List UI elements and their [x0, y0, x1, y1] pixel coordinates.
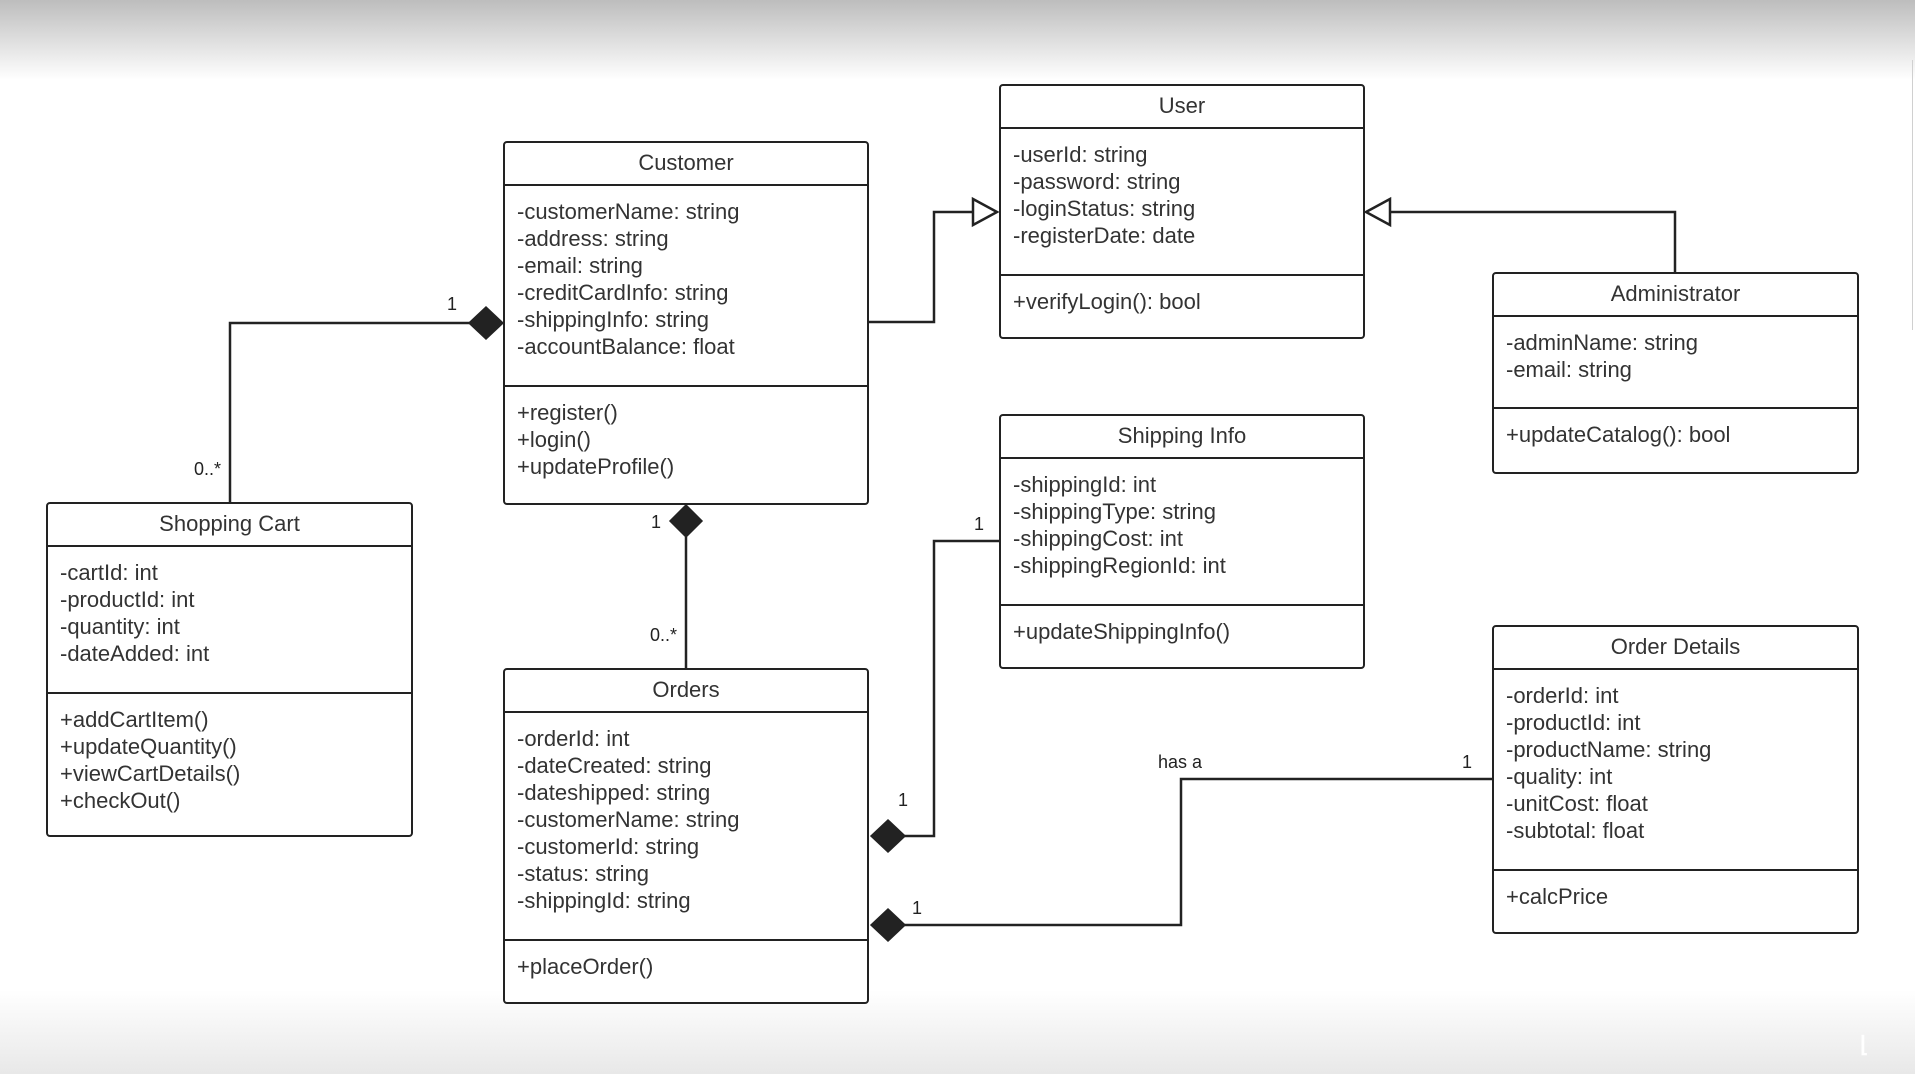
class-orders[interactable]: Orders -orderId: int -dateCreated: strin… — [503, 668, 869, 1004]
attribute: -address: string — [517, 226, 669, 251]
orders-details-composition-line — [904, 777, 1493, 927]
class-shopping-cart-name: Shopping Cart — [48, 504, 411, 547]
scrollbar-edge — [1912, 60, 1913, 330]
attribute: -orderId: int — [1506, 683, 1619, 708]
class-order-details-operations: +calcPrice — [1494, 871, 1857, 910]
class-shipping-info[interactable]: Shipping Info -shippingId: int -shipping… — [999, 414, 1365, 669]
mult-customer-cart-cart-end: 0..* — [194, 459, 222, 479]
class-administrator-name: Administrator — [1494, 274, 1857, 317]
mult-customer-orders-orders-end: 0..* — [650, 625, 678, 645]
class-administrator-attributes: -adminName: string -email: string — [1494, 317, 1857, 409]
customer-user-generalization-arrow — [971, 196, 1000, 228]
mult-orders-details-orders-end: 1 — [912, 898, 923, 918]
attribute: -productId: int — [60, 587, 195, 612]
operation: +register() — [517, 400, 618, 425]
operation: +calcPrice — [1506, 884, 1609, 909]
class-shopping-cart[interactable]: Shopping Cart -cartId: int -productId: i… — [46, 502, 413, 837]
mult-customer-cart-customer-end: 1 — [447, 294, 458, 314]
attribute: -userId: string — [1013, 142, 1148, 167]
attribute: -accountBalance: float — [517, 334, 735, 359]
attribute: -customerName: string — [517, 807, 740, 832]
attribute: -customerId: string — [517, 834, 700, 859]
customer-cart-composition-line — [228, 321, 470, 502]
admin-user-generalization-arrow — [1363, 196, 1392, 228]
attribute: -adminName: string — [1506, 330, 1698, 355]
class-order-details[interactable]: Order Details -orderId: int -productId: … — [1492, 625, 1859, 934]
attribute: -password: string — [1013, 169, 1181, 194]
operation: +checkOut() — [60, 788, 181, 813]
attribute: -loginStatus: string — [1013, 196, 1196, 221]
class-customer-name: Customer — [505, 143, 867, 186]
attribute: -productName: string — [1506, 737, 1712, 762]
class-user[interactable]: User -userId: string -password: string -… — [999, 84, 1365, 339]
operation: +placeOrder() — [517, 954, 654, 979]
customer-cart-composition-diamond — [467, 305, 505, 341]
class-order-details-name: Order Details — [1494, 627, 1857, 670]
class-shopping-cart-operations: +addCartItem() +updateQuantity() +viewCa… — [48, 694, 411, 814]
class-shipping-info-operations: +updateShippingInfo() — [1001, 606, 1363, 645]
attribute: -shippingRegionId: int — [1013, 553, 1226, 578]
bottom-shade — [0, 990, 1915, 1074]
app-logo-icon: ⌊ — [1860, 1032, 1869, 1057]
class-customer[interactable]: Customer -customerName: string -address:… — [503, 141, 869, 505]
attribute: -customerName: string — [517, 199, 740, 224]
attribute: -quality: int — [1506, 764, 1613, 789]
attribute: -dateCreated: string — [517, 753, 712, 778]
attribute: -dateAdded: int — [60, 641, 210, 666]
class-user-name: User — [1001, 86, 1363, 129]
class-customer-attributes: -customerName: string -address: string -… — [505, 186, 867, 387]
relation-label-has-a: has a — [1158, 752, 1203, 772]
attribute: -orderId: int — [517, 726, 630, 751]
mult-orders-shipping-shipping-end: 1 — [974, 514, 985, 534]
mult-orders-shipping-orders-end: 1 — [898, 790, 909, 810]
class-shipping-info-name: Shipping Info — [1001, 416, 1363, 459]
attribute: -unitCost: float — [1506, 791, 1648, 816]
attribute: -status: string — [517, 861, 650, 886]
class-shopping-cart-attributes: -cartId: int -productId: int -quantity: … — [48, 547, 411, 694]
class-user-operations: +verifyLogin(): bool — [1001, 276, 1363, 315]
attribute: -subtotal: float — [1506, 818, 1645, 843]
mult-orders-details-details-end: 1 — [1462, 752, 1473, 772]
operation: +verifyLogin(): bool — [1013, 289, 1201, 314]
attribute: -quantity: int — [60, 614, 180, 639]
operation: +login() — [517, 427, 591, 452]
class-orders-operations: +placeOrder() — [505, 941, 867, 980]
attribute: -shippingType: string — [1013, 499, 1216, 524]
attribute: -shippingId: string — [517, 888, 691, 913]
class-administrator[interactable]: Administrator -adminName: string -email:… — [1492, 272, 1859, 474]
attribute: -cartId: int — [60, 560, 158, 585]
class-shipping-info-attributes: -shippingId: int -shippingType: string -… — [1001, 459, 1363, 606]
attribute: -shippingCost: int — [1013, 526, 1183, 551]
customer-user-generalization-line — [869, 210, 976, 324]
attribute: -email: string — [517, 253, 643, 278]
top-shade — [0, 0, 1915, 80]
attribute: -shippingId: int — [1013, 472, 1157, 497]
class-orders-attributes: -orderId: int -dateCreated: string -date… — [505, 713, 867, 941]
admin-user-generalization-line — [1389, 210, 1677, 272]
mult-customer-orders-customer-end: 1 — [651, 512, 662, 532]
attribute: -creditCardInfo: string — [517, 280, 729, 305]
attribute: -shippingInfo: string — [517, 307, 709, 332]
orders-details-composition-diamond — [869, 907, 907, 943]
attribute: -productId: int — [1506, 710, 1641, 735]
operation: +updateQuantity() — [60, 734, 237, 759]
attribute: -email: string — [1506, 357, 1632, 382]
attribute: -dateshipped: string — [517, 780, 711, 805]
class-customer-operations: +register() +login() +updateProfile() — [505, 387, 867, 480]
customer-orders-composition-diamond — [668, 503, 704, 539]
class-user-attributes: -userId: string -password: string -login… — [1001, 129, 1363, 276]
class-order-details-attributes: -orderId: int -productId: int -productNa… — [1494, 670, 1857, 871]
operation: +updateCatalog(): bool — [1506, 422, 1731, 447]
operation: +addCartItem() — [60, 707, 209, 732]
operation: +viewCartDetails() — [60, 761, 241, 786]
class-orders-name: Orders — [505, 670, 867, 713]
orders-shipping-composition-diamond — [869, 818, 907, 854]
class-administrator-operations: +updateCatalog(): bool — [1494, 409, 1857, 448]
orders-shipping-composition-line — [904, 539, 999, 838]
attribute: -registerDate: date — [1013, 223, 1196, 248]
operation: +updateShippingInfo() — [1013, 619, 1231, 644]
operation: +updateProfile() — [517, 454, 675, 479]
